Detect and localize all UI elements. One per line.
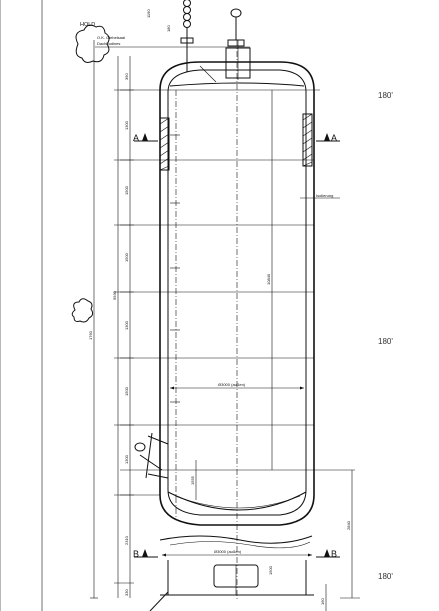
- diameter-dim-low: Ø3000 (außen): [162, 549, 312, 557]
- section-marker-a-right: A: [316, 133, 340, 143]
- bottom-cone-dimension: 1555: [190, 460, 197, 500]
- insulation-label: Isolierung: [316, 193, 333, 198]
- diameter-dim-mid: Ø3000 (außen): [170, 382, 304, 390]
- revision-cloud: [71, 298, 94, 323]
- top-nozzle-stack: [180, 0, 194, 72]
- ground-line-2: [169, 541, 311, 549]
- section-b-left-label: B: [133, 549, 139, 559]
- dim-chain-5: 1500: [124, 386, 129, 396]
- side-nozzle: [134, 432, 169, 479]
- ground-line: [159, 535, 313, 544]
- support-hatch-right: [302, 113, 313, 167]
- dim-chain-7: 2310: [124, 535, 129, 545]
- hold-cloud: HOLD: [75, 22, 110, 63]
- roof-edge-label-1: O.K. Giebelsaal: [97, 35, 125, 40]
- top-manhole: [199, 40, 251, 83]
- section-a-right-label: A: [331, 133, 337, 143]
- diameter-low-label: Ø3000 (außen): [214, 549, 242, 554]
- angle-label-bottom: 180': [378, 572, 393, 581]
- vent-nozzle: [227, 8, 245, 47]
- angle-label-top: 180': [378, 91, 393, 100]
- section-marker-a-left: A: [133, 133, 158, 143]
- dim-chain-1: 1300: [124, 120, 129, 130]
- dim-chain-3: 1500: [124, 252, 129, 262]
- right-low-dimension: 2840 160: [320, 470, 360, 611]
- dim-top-a: 1190: [146, 9, 151, 18]
- far-left-dim: 1760: [88, 330, 93, 340]
- dim-chain-2: 1500: [124, 185, 129, 195]
- support-hatch-left: [159, 117, 170, 171]
- section-marker-b-right: B: [316, 549, 340, 559]
- dim-inner-height: 10840: [266, 273, 271, 285]
- far-left-dimension: 1760: [88, 40, 98, 599]
- dim-top-b: 180: [166, 25, 171, 32]
- inner-height-dimension: 10840: [266, 90, 273, 470]
- dim-chain-6: 1300: [124, 454, 129, 464]
- ring-lines: [120, 89, 355, 496]
- foundation-skirt: [149, 560, 314, 611]
- dim-chain-8: 330: [124, 589, 129, 596]
- angle-label-mid: 180': [378, 337, 393, 346]
- roof-edge-label-2: Dachbodines: [97, 41, 120, 46]
- dim-left-total: 9930: [112, 290, 117, 300]
- dim-chain-4: 1300: [124, 320, 129, 330]
- dim-right-low: 2840: [346, 520, 351, 530]
- dim-right-bottom: 160: [320, 598, 325, 605]
- section-b-right-label: B: [331, 549, 337, 559]
- hold-label: HOLD: [80, 22, 95, 28]
- left-dimension-chain: 390 1300 1500 1500 1300 1500 1300 2310 3…: [112, 56, 134, 598]
- dim-foot: 1500: [268, 565, 273, 575]
- tank-shell: [159, 61, 315, 526]
- section-marker-b-left: B: [133, 549, 158, 559]
- diameter-mid-label: Ø3000 (außen): [218, 382, 246, 387]
- section-a-left-label: A: [133, 133, 139, 143]
- dim-chain-0: 390: [124, 73, 129, 80]
- shell-nozzle-ticks: [170, 134, 180, 403]
- dim-bottom-cone: 1555: [190, 475, 195, 485]
